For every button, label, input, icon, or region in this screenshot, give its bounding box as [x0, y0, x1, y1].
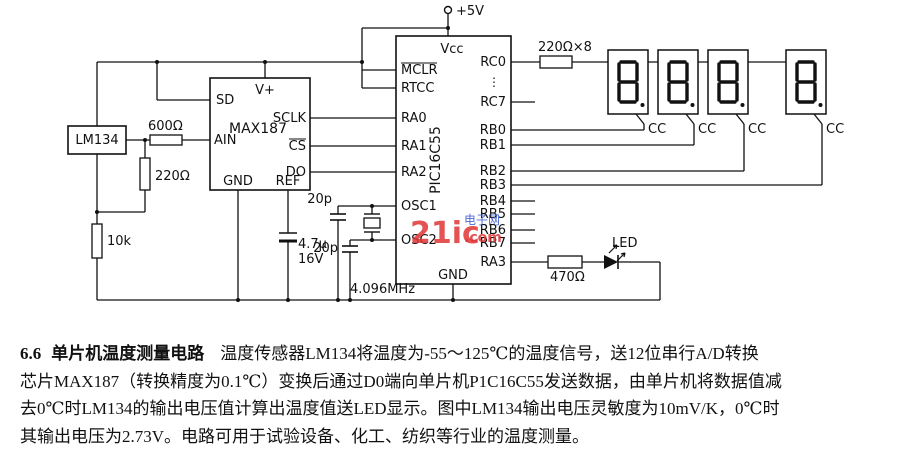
led-symbol: [604, 244, 626, 269]
max187-pin-sd: SD: [216, 93, 234, 108]
display-4-cc-label: CC: [826, 122, 844, 137]
ic-max187-body: [209, 77, 311, 191]
ic-lm134-body: [67, 125, 127, 155]
capacitor-4u7-value-label: 4.7μ: [298, 237, 327, 252]
circuit-diagram: +5V Vcc MCLR RTCC RA0 RA1 RA2 OSC1 OSC2 …: [67, 4, 844, 302]
pic-pin-ra2: RA2: [401, 165, 427, 180]
crystal-frequency-label: 4.096MHz: [350, 282, 415, 297]
seven-segment-display-4: [784, 48, 828, 116]
resistor-10k: [91, 223, 103, 259]
resistor-10k-label: 10k: [107, 234, 132, 249]
pic-pin-ellipsis: ⋮: [488, 75, 500, 89]
watermark: 21ic 电子网 .com: [410, 213, 502, 251]
pic-vcc-label: Vcc: [440, 42, 463, 57]
capacitor-20p-osc1-label: 20p: [307, 192, 332, 207]
lm134-chip-name: LM134: [75, 133, 118, 148]
caption-line1-text: 温度传感器LM134将温度为-55～125℃的温度信号，送12位串行A/D转换: [220, 344, 759, 363]
watermark-main: 21ic: [410, 216, 480, 251]
max187-gnd-label: GND: [223, 174, 253, 189]
led-label: LED: [612, 236, 637, 251]
seven-segment-display-1: [606, 48, 650, 116]
max187-pin-do: DO: [286, 165, 306, 180]
capacitor-20p-osc1: [330, 213, 346, 221]
pic-pin-osc1: OSC1: [401, 199, 437, 214]
resistor-network-label: 220Ω×8: [538, 40, 592, 55]
display-2-cc-label: CC: [698, 122, 716, 137]
capacitor-20p-osc2-label: 20p: [313, 241, 338, 256]
max187-pin-cs: CS: [289, 139, 306, 154]
caption-line-2: 芯片MAX187（转换精度为0.1℃）变换后通过D0端向单片机P1C16C55发…: [20, 371, 782, 391]
pic-pin-rb3: RB3: [480, 178, 506, 193]
pic-pin-rb1: RB1: [480, 138, 506, 153]
resistor-600ohm-label: 600Ω: [148, 119, 183, 134]
seven-segment-display-3: [706, 48, 750, 116]
seven-segment-display-2: [656, 48, 700, 116]
resistor-network-220x8: [539, 55, 573, 69]
ic-pic16c55-body: [395, 35, 512, 285]
pic-pin-rc7: RC7: [480, 95, 506, 110]
resistor-600ohm: [149, 134, 183, 146]
crystal-4096: [363, 213, 381, 233]
pic-pin-ra3: RA3: [480, 255, 506, 270]
pic-pin-rb4: RB4: [480, 194, 506, 209]
display-1-cc-label: CC: [648, 122, 666, 137]
max187-pin-sclk: SCLK: [273, 111, 307, 126]
capacitor-20p-osc2: [342, 245, 358, 253]
pic-pin-rb5: RB5: [480, 207, 506, 222]
pic-pin-rb2: RB2: [480, 164, 506, 179]
pic-chip-name: PIC16C55: [428, 126, 444, 194]
pic-pin-ra0: RA0: [401, 111, 427, 126]
caption-line-1: 6.6 单片机温度测量电路温度传感器LM134将温度为-55～125℃的温度信号，…: [20, 340, 878, 368]
pic-pin-rb7: RB7: [480, 236, 506, 251]
pic-pin-rb6: RB6: [480, 223, 506, 238]
pic-pin-rb0: RB0: [480, 123, 506, 138]
display-3-cc-label: CC: [748, 122, 766, 137]
max187-chip-name: MAX187: [229, 121, 287, 137]
resistor-220ohm: [139, 157, 151, 191]
pic-pin-ra1: RA1: [401, 139, 427, 154]
watermark-cn: 电子网: [464, 213, 500, 227]
pic-pin-rtcc: RTCC: [401, 81, 434, 96]
capacitor-4u7-electrolytic: [279, 232, 297, 243]
pic-pin-osc2: OSC2: [401, 233, 437, 248]
caption-line-3: 去0℃时LM134的输出电压值计算出温度值送LED显示。图中LM134输出电压灵…: [20, 399, 780, 419]
max187-pin-vplus: V+: [255, 83, 275, 98]
caption-title: 单片机温度测量电路: [51, 344, 205, 363]
pic-gnd-label: GND: [438, 268, 468, 283]
supply-terminal: [443, 5, 453, 15]
resistor-470ohm: [547, 255, 583, 269]
wires: [96, 13, 823, 301]
pic-pin-rc0: RC0: [480, 55, 506, 70]
max187-pin-ain: AIN: [214, 133, 236, 148]
resistor-220ohm-label: 220Ω: [155, 169, 190, 184]
section-number: 6.6: [20, 344, 42, 363]
resistor-470ohm-label: 470Ω: [550, 270, 585, 285]
watermark-suffix: .com: [464, 230, 502, 246]
capacitor-4u7-voltage-label: 16V: [298, 252, 324, 267]
pic-pin-mclr: MCLR: [401, 63, 438, 78]
max187-ref-label: REF: [276, 174, 301, 189]
circuit-diagram-area: +5V Vcc MCLR RTCC RA0 RA1 RA2 OSC1 OSC2 …: [67, 4, 845, 302]
caption-block: 6.6 单片机温度测量电路温度传感器LM134将温度为-55～125℃的温度信号，…: [0, 332, 902, 450]
caption-line-4: 其输出电压为2.73V。电路可用于试验设备、化工、纺织等行业的温度测量。: [20, 426, 590, 446]
supply-label: +5V: [456, 4, 484, 19]
active-low-overlines: [289, 62, 437, 140]
junction-dots: [95, 26, 455, 302]
